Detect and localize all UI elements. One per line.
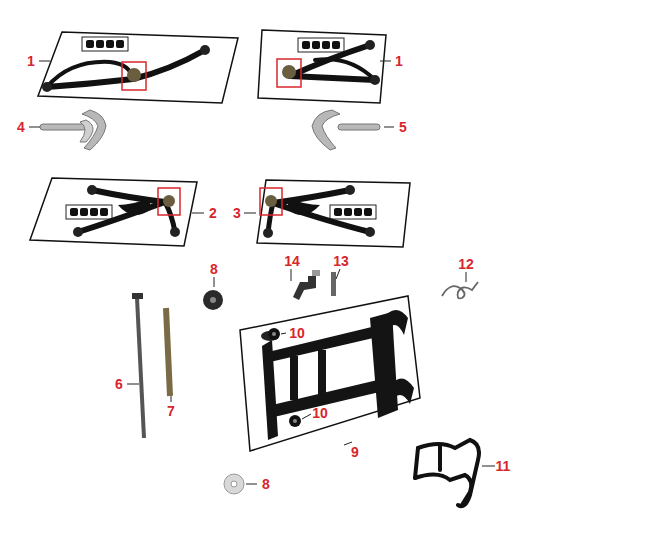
callout-number: 1 bbox=[395, 54, 403, 68]
callout-number: 8 bbox=[210, 262, 218, 276]
callout-number: 10 bbox=[312, 406, 328, 420]
callout-number: 9 bbox=[351, 445, 359, 459]
callout-number: 8 bbox=[262, 477, 270, 491]
callout-number: 10 bbox=[289, 326, 305, 340]
callout-number: 7 bbox=[167, 404, 175, 418]
callout-number: 3 bbox=[233, 206, 241, 220]
callout-number: 5 bbox=[399, 120, 407, 134]
callout-number: 4 bbox=[17, 120, 25, 134]
callout-number: 11 bbox=[496, 459, 511, 473]
callout-number: 6 bbox=[115, 377, 123, 391]
callout-number: 1 bbox=[27, 54, 35, 68]
callout-number: 13 bbox=[333, 254, 349, 268]
callout-number: 14 bbox=[284, 254, 300, 268]
callout-number: 2 bbox=[209, 206, 217, 220]
callout-number: 12 bbox=[458, 257, 474, 271]
